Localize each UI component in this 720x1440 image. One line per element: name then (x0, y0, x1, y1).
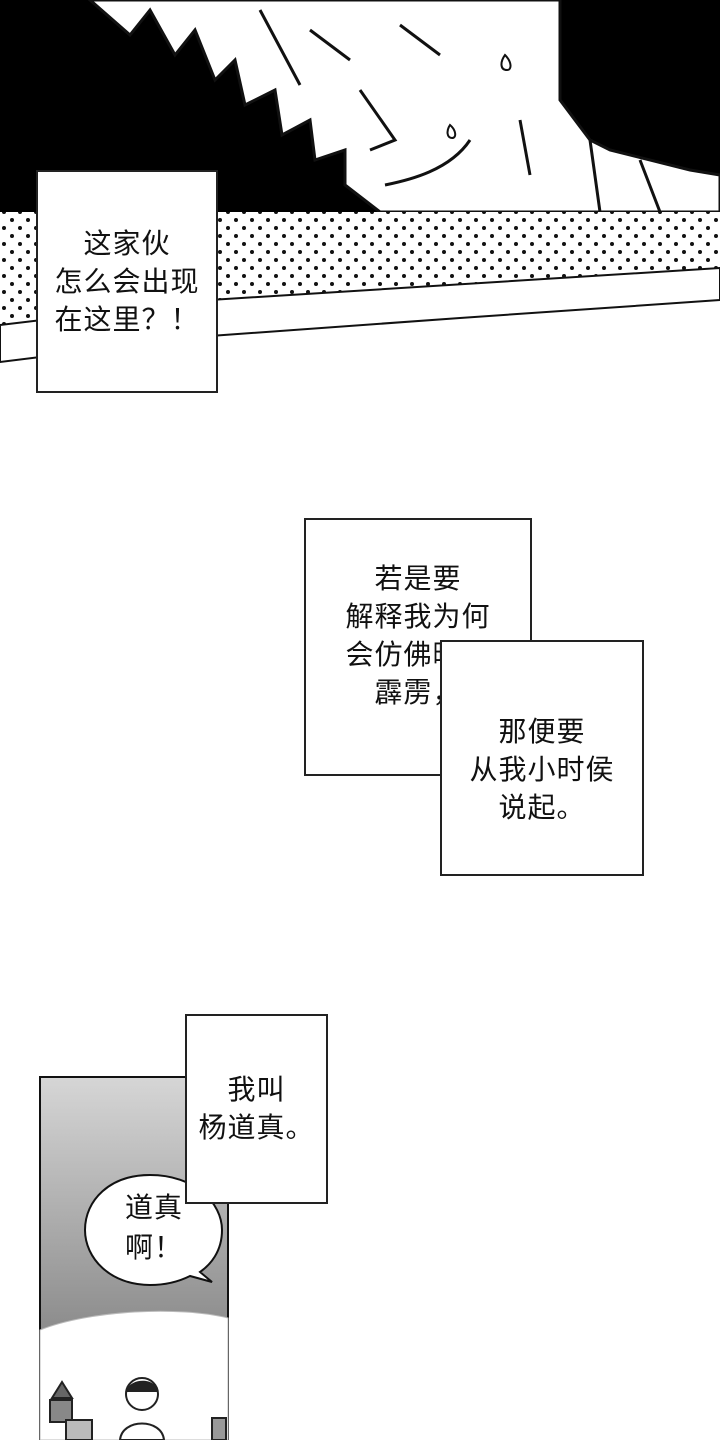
caption-box-my-name: 我叫 杨道真。 (185, 1014, 328, 1204)
caption-line: 那便要 (498, 715, 586, 748)
caption-line: 从我小时侯 (469, 753, 615, 786)
bubble-line: 啊！ (124, 1231, 183, 1264)
bubble-line: 道真 (124, 1191, 183, 1224)
caption-line: 杨道真。 (198, 1111, 315, 1144)
caption-line: 若是要 (374, 562, 462, 595)
caption-line: 说起。 (498, 791, 586, 824)
night-panel (0, 0, 720, 214)
caption-line: 我叫 (227, 1073, 286, 1106)
caption-line: 这家伙 (83, 226, 171, 260)
caption-box-this-guy: 这家伙 怎么会出现 在这里？！ (36, 170, 218, 393)
caption-line: 在这里？！ (54, 302, 200, 336)
caption-line: 怎么会出现 (54, 264, 200, 298)
caption-box-join (442, 642, 530, 774)
speech-bubble: 道真 啊！ (92, 1188, 216, 1268)
caption-box-childhood: 那便要 从我小时侯 说起。 (442, 700, 642, 840)
character-hair (87, 0, 720, 214)
caption-line: 解释我为何 (345, 600, 491, 633)
